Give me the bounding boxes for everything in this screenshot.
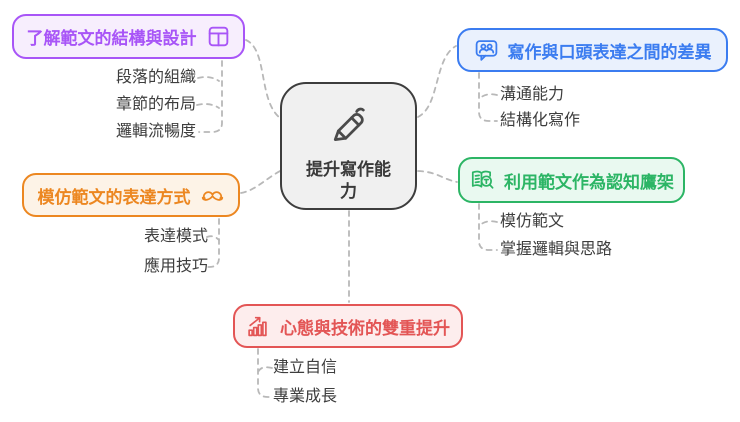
child-node-expression-patterns[interactable]: 表達模式: [143, 228, 208, 245]
connector-center-to-structure: [245, 39, 281, 119]
child-node-grasp-logic-thinking[interactable]: 掌握邏輯與思路: [500, 241, 613, 258]
child-node-paragraph-organization[interactable]: 段落的組織: [115, 69, 196, 86]
child-node-application-skills[interactable]: 應用技巧: [143, 258, 208, 275]
branch-node-cognitive-scaffold[interactable]: 利用範文作為認知鷹架: [458, 157, 685, 203]
branch-node-writing-vs-oral-label: 寫作與口頭表達之間的差異: [507, 42, 712, 62]
center-node-label: 提升寫作能力: [306, 160, 391, 201]
connector-imitate-stub-1: [206, 235, 220, 241]
connector-center-to-writing-oral: [417, 45, 457, 118]
branch-node-structure-design[interactable]: 了解範文的結構與設計: [12, 14, 245, 59]
child-node-professional-growth[interactable]: 專業成長: [273, 388, 338, 405]
connector-scaffold-stub-1: [478, 220, 498, 227]
connector-scaffold-trunk: [478, 203, 498, 251]
group-chat-icon: [474, 38, 499, 63]
child-node-logical-fluency[interactable]: 邏輯流暢度: [115, 123, 196, 140]
connector-writing-oral-trunk: [478, 72, 498, 122]
connector-mindset-stub-1: [257, 366, 273, 373]
connector-structure-stub-2: [196, 103, 220, 109]
growth-chart-icon: [246, 314, 271, 339]
branch-node-structure-design-label: 了解範文的結構與設計: [26, 29, 197, 48]
branch-node-imitate-expression[interactable]: 模仿範文的表達方式: [22, 173, 240, 217]
branch-node-mindset-skill-label: 心態與技術的雙重提升: [280, 318, 450, 338]
connector-center-to-scaffold: [417, 170, 458, 183]
center-node[interactable]: 提升寫作能力: [280, 82, 417, 210]
book-search-icon: [469, 167, 495, 193]
branch-node-writing-vs-oral[interactable]: 寫作與口頭表達之間的差異: [457, 28, 728, 72]
child-node-chapter-layout[interactable]: 章節的布局: [115, 96, 196, 113]
branch-node-imitate-expression-label: 模仿範文的表達方式: [37, 187, 191, 207]
connector-center-to-imitate: [240, 170, 281, 194]
child-node-imitate-model-essay[interactable]: 模仿範文: [500, 213, 565, 230]
layout-columns-icon: [206, 24, 231, 49]
connector-writing-oral-stub-1: [478, 93, 498, 100]
child-node-build-confidence[interactable]: 建立自信: [273, 359, 338, 376]
branch-node-mindset-skill[interactable]: 心態與技術的雙重提升: [233, 304, 463, 348]
connector-structure-trunk: [198, 60, 223, 133]
child-node-communication-skills[interactable]: 溝通能力: [500, 86, 565, 103]
child-node-structured-writing[interactable]: 結構化寫作: [500, 112, 581, 129]
connector-imitate-trunk: [205, 218, 220, 268]
mustache-icon: [200, 183, 225, 208]
marker-pen-icon: [326, 102, 372, 151]
connector-mindset-trunk: [257, 348, 273, 398]
connector-structure-stub-1: [197, 76, 220, 82]
branch-node-cognitive-scaffold-label: 利用範文作為認知鷹架: [504, 172, 674, 192]
